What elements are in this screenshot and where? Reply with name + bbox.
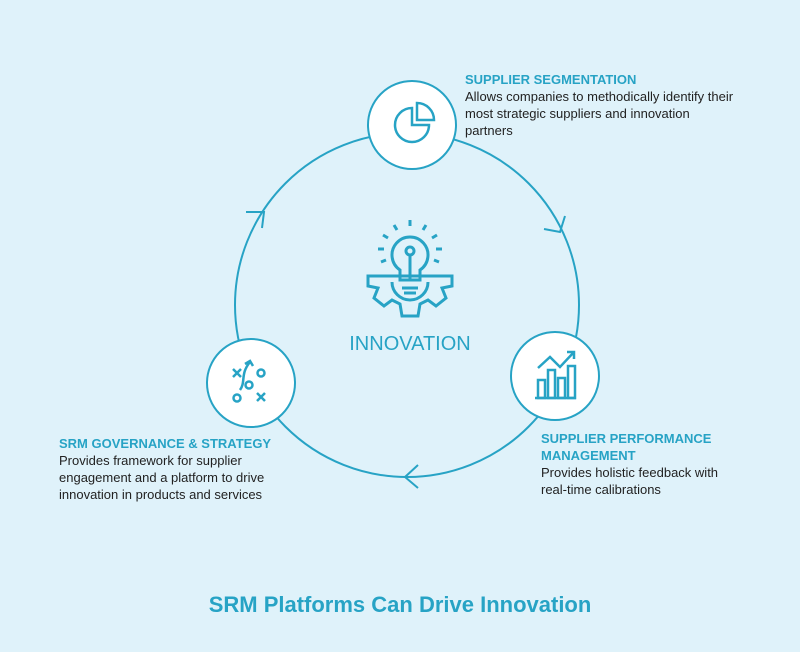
node-supplier-segmentation: SUPPLIER SEGMENTATION Allows companies t… [465,71,735,139]
node-description: Allows companies to methodically identif… [465,89,734,138]
bar-chart-trend-icon [535,350,577,400]
node-heading: SUPPLIER SEGMENTATION [465,72,637,87]
page-title: SRM Platforms Can Drive Innovation [208,592,592,617]
node-srm-governance: SRM GOVERNANCE & STRATEGY Provides frame… [59,435,299,503]
arrow-icon [403,464,419,489]
node-heading: SRM GOVERNANCE & STRATEGY [59,436,272,451]
node-description: Provides framework for supplier engageme… [59,453,265,502]
center-label: INNOVATION [349,333,471,355]
node-heading: SUPPLIER PERFORMANCE MANAGEMENT [541,431,712,463]
arrow-icon [246,211,266,229]
pie-chart-icon [393,101,436,144]
arrow-icon [543,215,566,234]
strategy-play-icon [232,359,266,403]
node-supplier-performance: SUPPLIER PERFORMANCE MANAGEMENT Provides… [541,430,741,498]
lightbulb-gear-icon [366,220,454,318]
cycle-ring [234,132,580,478]
node-description: Provides holistic feedback with real-tim… [541,465,719,497]
